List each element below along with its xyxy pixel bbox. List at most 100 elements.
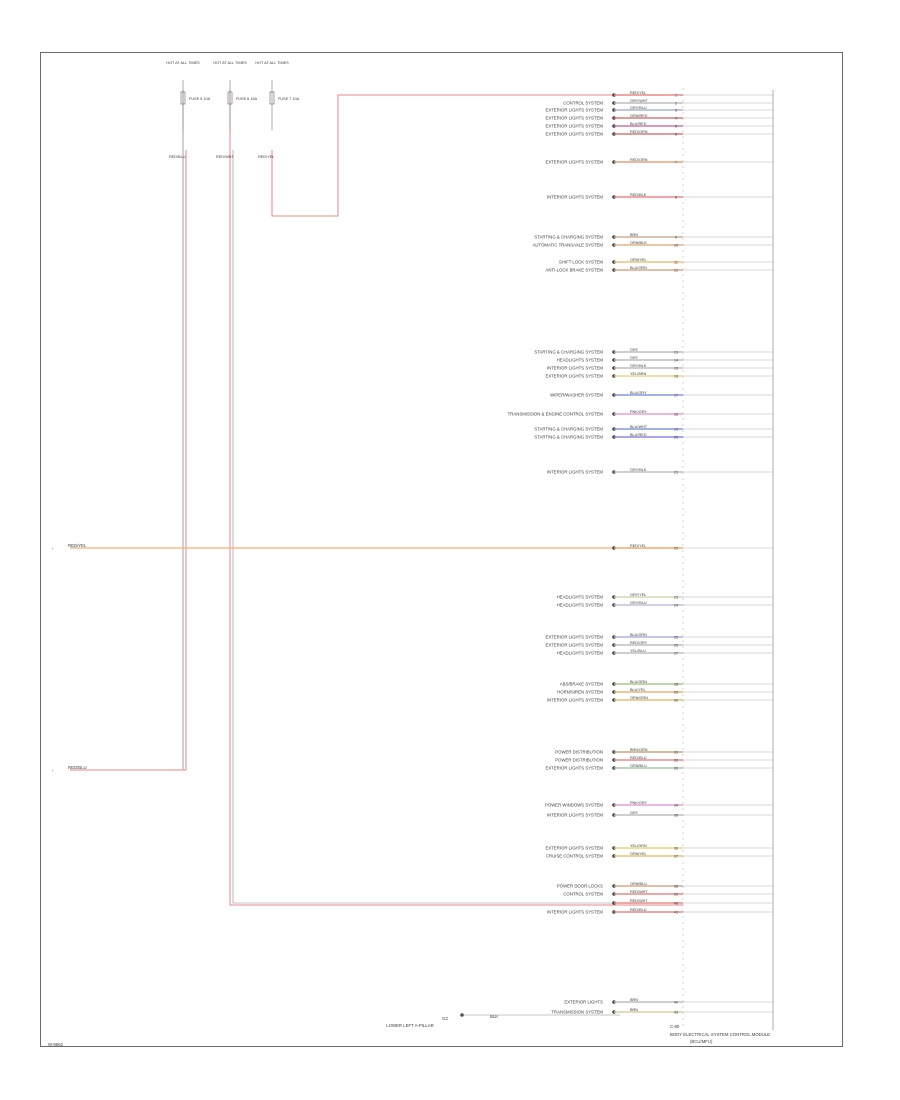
pin-destination: TRANSMISSION & ENGINE CONTROL SYSTEM — [508, 412, 604, 417]
pin-destination: HEADLIGHTS SYSTEM — [557, 603, 604, 608]
pin-wire-color: GRY — [630, 348, 639, 352]
pin-destination: HEADLIGHTS SYSTEM — [557, 595, 604, 600]
pin-number: 39 — [674, 893, 678, 897]
pin-number: 21 — [674, 471, 678, 475]
ground-g2: G2 LOWER LEFT A-PILLAR BLK — [386, 1013, 620, 1028]
pin-wire-color: BLU/ORN — [630, 266, 647, 270]
ground-label: G2 — [442, 1016, 448, 1021]
pin-number: 28 — [674, 683, 678, 687]
pin-wire-color: RED/YEL — [630, 544, 646, 548]
pin-wire-color: GRY/BLU — [630, 601, 647, 605]
pin-number: 10 — [674, 244, 678, 248]
pin-wire-color: RED/GRN — [630, 130, 648, 134]
pin-number: 20 — [674, 436, 678, 440]
pin-number: 33 — [674, 767, 678, 771]
pin-number: 1 — [675, 94, 677, 98]
pin-destination: EXTERIOR LIGHTS SYSTEM — [545, 116, 603, 121]
pin-wire-color: BLU/GRN — [630, 680, 647, 684]
pin-destination: EXTERIOR LIGHTS SYSTEM — [545, 124, 603, 129]
pin-wire-color: ORN/YEL — [630, 258, 647, 262]
pin-number: 30 — [674, 699, 678, 703]
side-tag-arrow-icon: › — [52, 768, 54, 773]
fuse-label: FUSE 6 15A — [236, 97, 258, 101]
pin-wire-color: YEL/BRN — [630, 372, 647, 376]
pin-number: 6 — [675, 133, 677, 137]
pin-destination: EXTERIOR LIGHTS SYSTEM — [545, 766, 603, 771]
pin-number: 29 — [674, 691, 678, 695]
pin-number: 22 — [674, 547, 678, 551]
wire-fuse5-gray — [70, 90, 184, 771]
pin-destination: EXTERIOR LIGHTS SYSTEM — [545, 108, 603, 113]
pin-number: 8 — [675, 196, 677, 200]
pin-number: 36 — [674, 847, 678, 851]
pin-number: 41 — [674, 911, 678, 915]
pin-row: TRANSMISSION & ENGINE CONTROL SYSTEM PNK/… — [508, 410, 773, 417]
pin-wire-color: PNK/GRY — [630, 801, 647, 805]
pin-wire-color: BRN — [630, 233, 638, 237]
pin-destination: POWER DOOR LOCKS — [557, 884, 603, 889]
pin-wire-color: GRY/YEL — [630, 593, 646, 597]
side-tag-label: RED/BLU — [68, 765, 87, 770]
pin-destination: INTERIOR LIGHTS SYSTEM — [547, 366, 604, 371]
pin-wire-color: BLU/GRY — [630, 391, 647, 395]
pin-row: RED/YEL 22 — [612, 544, 773, 551]
pin-destination: STARTING & CHARGING SYSTEM — [534, 427, 603, 432]
pin-wire-color: ORN/BLU — [630, 882, 647, 886]
fuse-label: FUSE 7 10A — [278, 97, 300, 101]
pin-destination: EXTERIOR LIGHTS SYSTEM — [545, 160, 603, 165]
pin-number: 43 — [674, 1011, 678, 1015]
pin-wire-color: BLU/YEL — [630, 688, 646, 692]
pin-destination: EXTERIOR LIGHTS SYSTEM — [545, 643, 603, 648]
pin-wire-color: RED/WHT — [630, 899, 648, 903]
pin-number: 26 — [674, 644, 678, 648]
pin-number: 9 — [675, 236, 677, 240]
pin-number: 5 — [675, 125, 677, 129]
pin-row: ABS/BRAKE SYSTEM BLU/GRN 28 — [560, 680, 773, 687]
pin-number: 11 — [674, 261, 678, 265]
pin-wire-color: BLU/WHT — [630, 425, 648, 429]
wire-fuse7 — [271, 94, 683, 217]
pin-wire-color: RED/YEL — [630, 91, 646, 95]
fuse-icon — [180, 91, 186, 105]
pin-row: ANTI-LOCK BRAKE SYSTEM BLU/ORN 12 — [545, 266, 773, 273]
pin-wire-color: BRN/GRN — [630, 748, 648, 752]
pin-destination: INTERIOR LIGHTS SYSTEM — [547, 698, 604, 703]
side-tag: › RED/BLU — [52, 765, 87, 773]
pin-number: 14 — [674, 359, 678, 363]
pin-number: 32 — [674, 759, 678, 763]
pin-destination: POWER DISTRIBUTION — [555, 758, 603, 763]
fuse-icon — [269, 91, 275, 105]
pin-wire-color: BLU/GRN — [630, 633, 647, 637]
pin-wire-color: GRY/BLK — [630, 468, 647, 472]
pin-number: 4 — [675, 117, 677, 121]
pin-number: 15 — [674, 367, 678, 371]
pin-destination: EXTERIOR LIGHTS SYSTEM — [545, 635, 603, 640]
side-tag: ›RED/YEL — [52, 543, 87, 551]
pin-wire-color: GRN/BLU — [630, 764, 647, 768]
pin-number: 13 — [674, 351, 678, 355]
pin-destination: ANTI-LOCK BRAKE SYSTEM — [545, 268, 603, 273]
pin-wire-color: PNK/GRY — [630, 410, 647, 414]
pin-number: 12 — [674, 269, 678, 273]
pin-destination: ABS/BRAKE SYSTEM — [560, 682, 604, 687]
pin-destination: STARTING & CHARGING SYSTEM — [534, 435, 603, 440]
pin-wire-color: GRY/WHT — [630, 99, 649, 103]
pin-row: RED/YEL 1 — [612, 91, 773, 98]
fuse-label: FUSE 5 10A — [189, 97, 211, 101]
